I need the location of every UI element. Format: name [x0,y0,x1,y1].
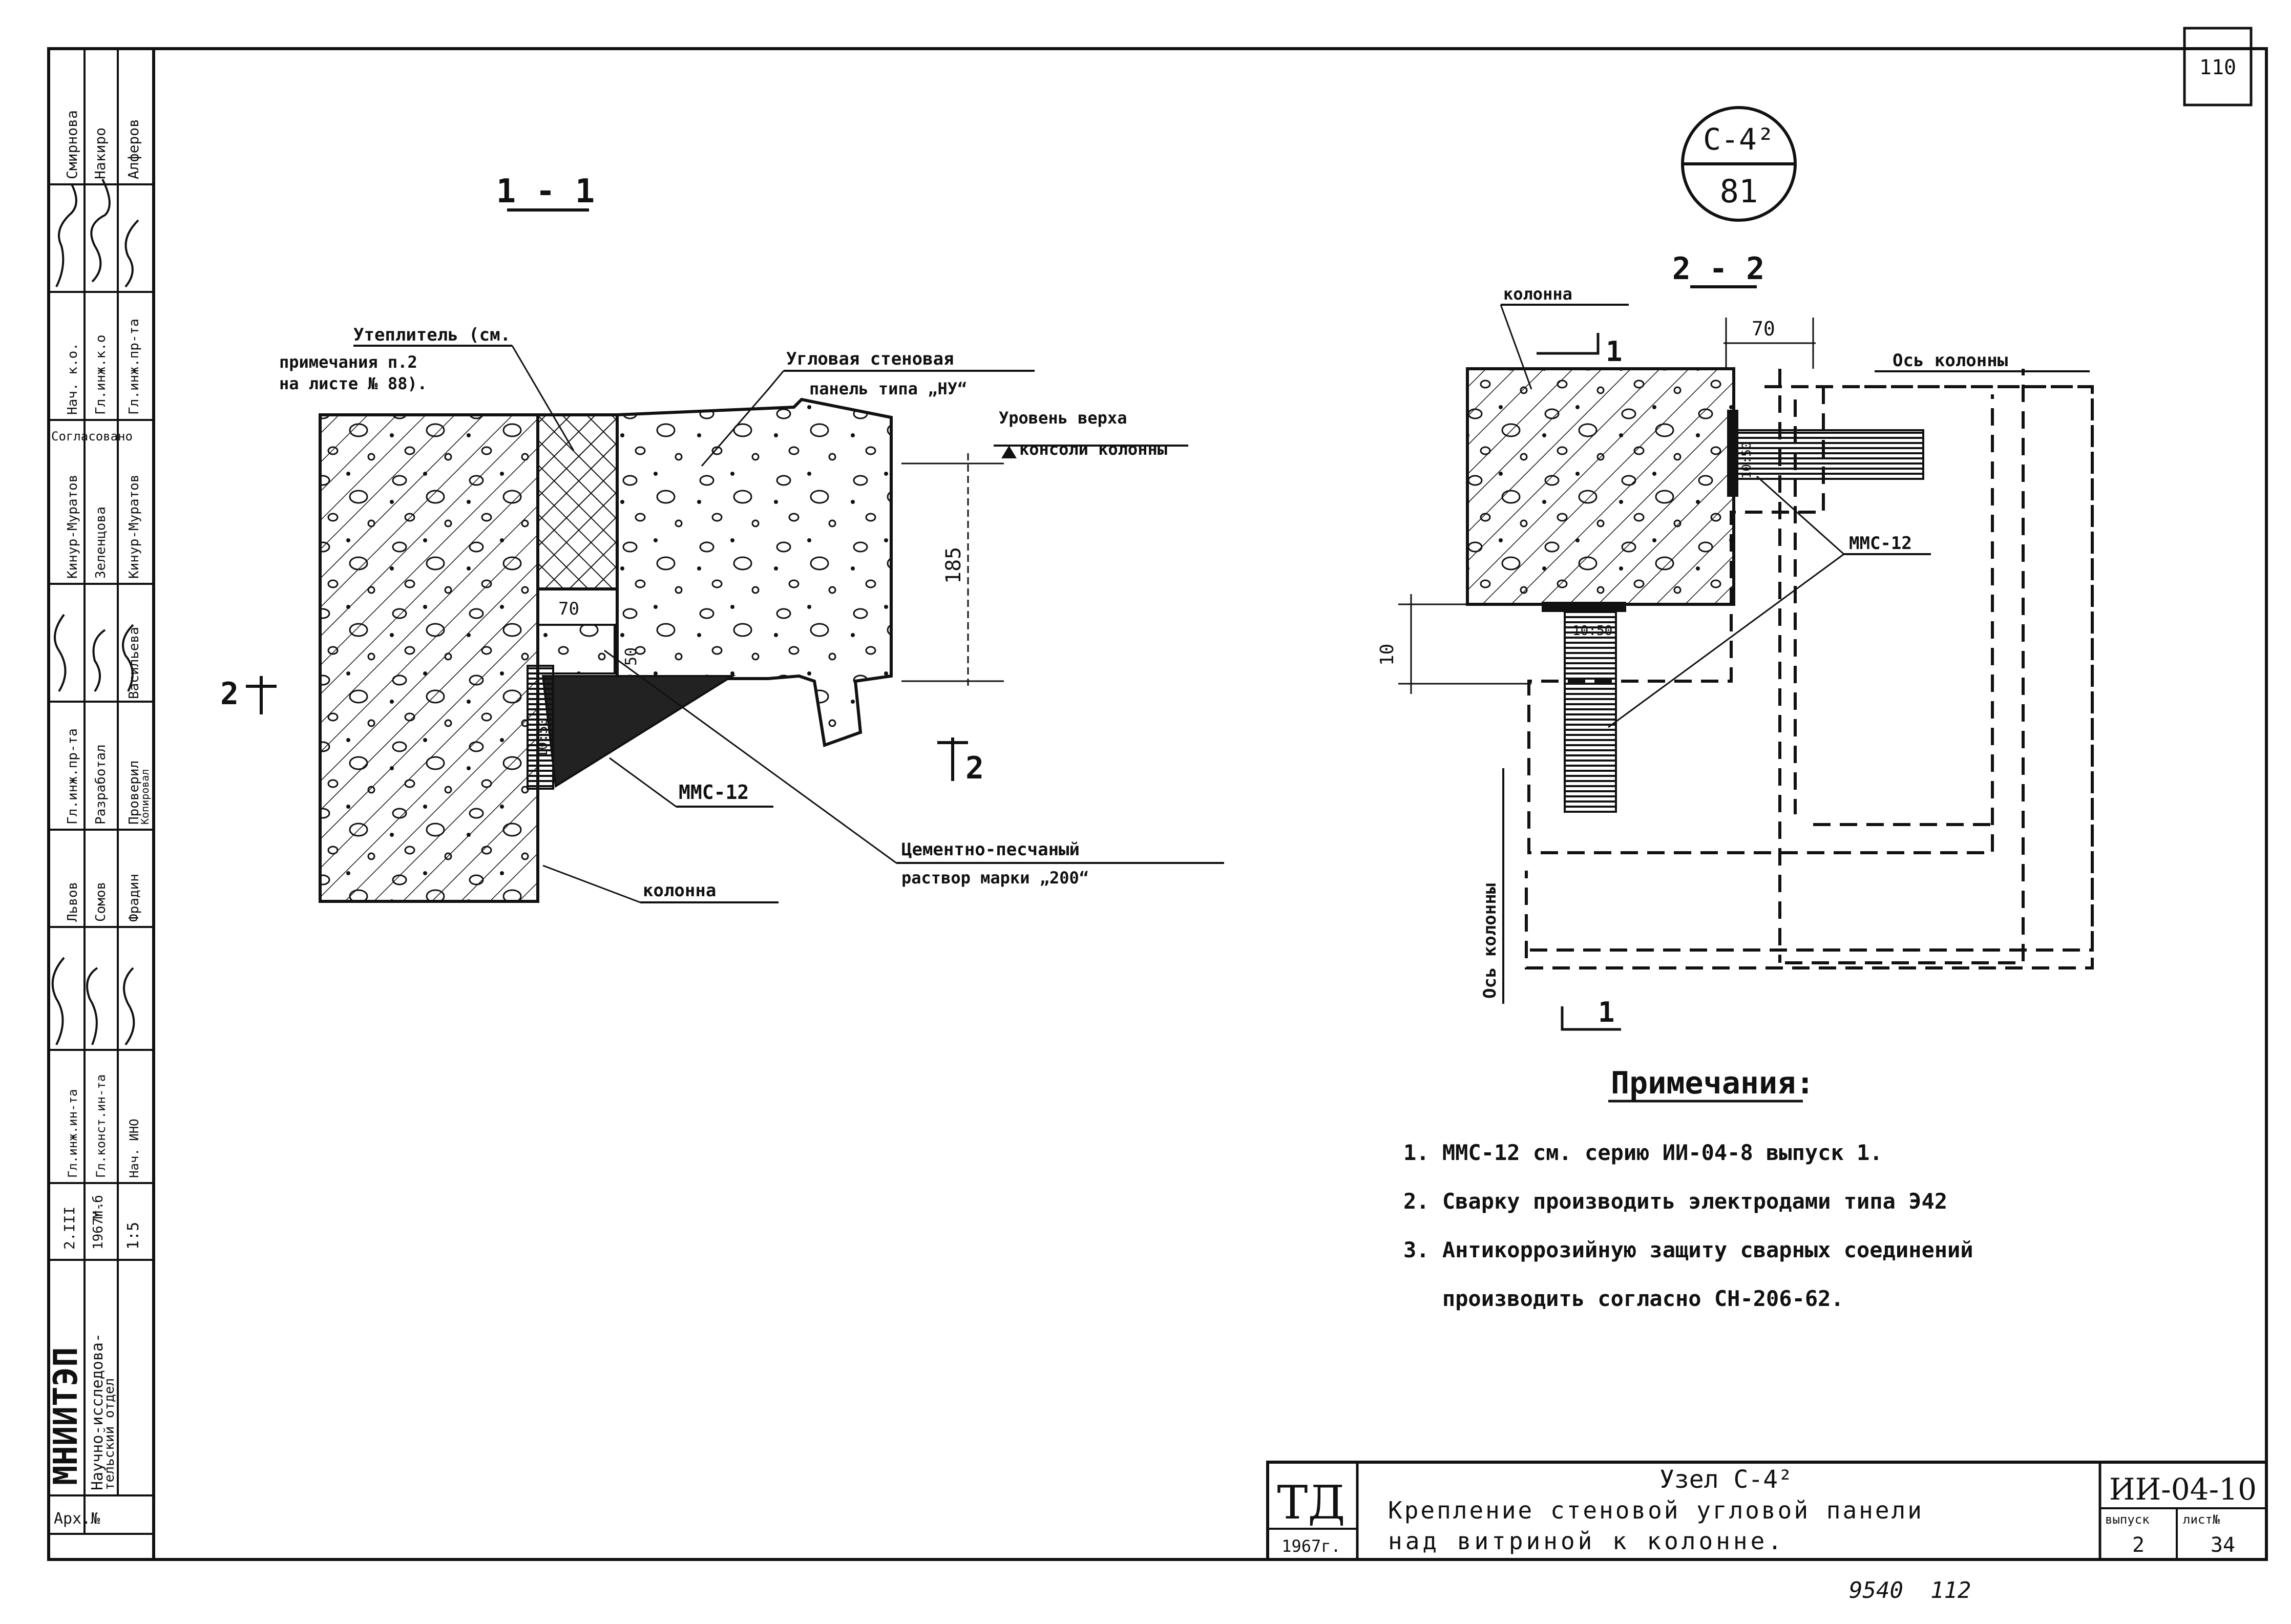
stamp-department2: тельский отдел [102,1378,117,1490]
dim-70-2: 70 [1752,318,1775,340]
title-node: Узел С-4² [1659,1465,1793,1494]
stamp-role-7: Разработал [93,744,109,825]
cut-bottom: 1 [1598,996,1615,1028]
stamp-year: 1967г. [91,1201,106,1250]
stamp-scale-value: 1:5 [124,1222,142,1250]
cut-mark-right: 2 [965,750,984,786]
plate-label-2-2: 10:50 [1572,623,1612,639]
panel-note-1: Угловая стеновая [786,349,954,369]
stamp-role-8: Проверил [127,761,142,825]
console-bracket [541,675,736,788]
dim-10: 10 [1377,644,1398,666]
stamp-role-2: Гл.инж.к.о [93,334,109,415]
note-3: 3. Антикоррозийную защиту сварных соедин… [1403,1237,1973,1262]
title-line-2: над витриной к колонне. [1388,1527,1785,1555]
column-label-1: колонна [643,880,716,901]
level-note-2: консоли колонны [1019,439,1167,459]
note-4: производить согласно СН-206-62. [1403,1286,1844,1311]
stamp-role-14: Гл.конст.ин-та [94,1074,108,1178]
panel-note-2: панель типа „НУ“ [809,379,967,398]
stamp-stage: 2.III [61,1207,78,1250]
cut-mark-left: 2 [220,676,239,712]
plate-label-2-1: 10:50 [1739,442,1754,479]
mortar-note-2: раствор марки „200“ [901,868,1089,888]
stamp-role-5: Зеленцова [93,507,109,579]
stamp-role-4: Кинур-Муратов [65,475,80,579]
section-1-1: 1 - 1 10:50 70 50 185 Уровень верха конс… [220,173,1224,903]
side-stamp: МНИИТЭП Научно-исследова- тельский отдел… [47,49,154,1535]
plate-label-1-1: 10:50 [535,718,551,758]
stamp-department: Научно-исследова- [89,1333,107,1490]
title-series: ИИ-04-10 [2109,1472,2257,1507]
column-label-2: колонна [1503,284,1572,304]
stamp-role-1: Нач. к.о. [65,343,80,415]
note-2: 2. Сварку производить электродами типа Э… [1403,1189,1947,1214]
stamp-role-6: Гл.инж.пр-та [65,728,80,825]
note-1: 1. ММС-12 см. серию ИИ-04-8 выпуск 1. [1403,1140,1883,1165]
title-td: ТД [1277,1476,1345,1530]
axis-label-horizontal: Ось колонны [1893,350,2008,371]
stamp-role-10: Львов [65,882,80,922]
title-sheet-label: лист№ [2183,1512,2220,1527]
stamp-role-11: Сомов [93,882,109,922]
stamp-scale: М-б [91,1195,106,1219]
mms-plate-horizontal [1728,429,1924,480]
stamp-role-15: Нач. ИНО [127,1119,141,1178]
mortar-note-1: Цементно-песчаный [901,839,1080,860]
insulation [536,413,619,590]
stamp-role-3: Гл.инж.пр-та [127,319,142,415]
stamp-name-4: Кинур-Муратов [127,475,142,579]
stamp-arch: Арх.№ [54,1510,100,1528]
insulation-note-1: Утеплитель (см. [353,325,511,345]
sheet-number: 110 [2199,56,2236,79]
dim-50-1: 50 [622,647,640,666]
stamp-signatures [51,179,139,1046]
insulation-note-3: на листе № 88). [279,374,427,393]
node-mark-bottom: 81 [1720,173,1758,210]
insulation-note-2: примечания п.2 [279,352,417,372]
stamp-name-3: Алферов [125,119,142,179]
notes-heading: Примечания: [1611,1065,1814,1101]
level-note-1: Уровень верха [999,408,1127,428]
title-sheet-value: 34 [2211,1533,2235,1557]
stamp-agreed: Согласовано [51,429,133,444]
dim-70-1: 70 [558,599,579,619]
sheet-frame [47,47,2268,1561]
axis-label-vertical: Ось колонны [1480,883,1500,999]
embedded-plate-1 [527,665,554,790]
section-1-title: 1 - 1 [496,173,595,210]
stamp-name-2: Накиро [92,128,109,179]
node-mark: С-4² 81 [1681,106,1797,222]
notes-block: Примечания: 1. ММС-12 см. серию ИИ-04-8 … [1403,1065,1973,1311]
stamp-role-9: Копировал [139,769,151,825]
mms-label-2: ММС-12 [1849,533,1912,554]
title-year: 1967г. [1281,1536,1341,1556]
title-issue-label: выпуск [2105,1512,2150,1527]
stamp-role-12: Фрадин [127,874,142,922]
stamp-institute: МНИИТЭП [47,1347,85,1485]
section-2-title: 2 - 2 [1672,251,1765,287]
stamp-role-13: Гл.инж.ин-та [66,1089,80,1178]
stamp-name-1: Смирнова [64,110,80,179]
title-issue-value: 2 [2132,1533,2145,1557]
mms-plate-vertical [1564,611,1617,813]
mms-label-1: ММС-12 [679,781,749,804]
cut-top: 1 [1606,335,1623,368]
bottom-note: 9540 112 [1849,1577,1971,1604]
dim-185: 185 [942,547,965,584]
node-mark-top: С-4² [1703,122,1775,157]
title-line-1: Крепление стеновой угловой панели [1388,1496,1924,1524]
section-2-2: 2 - 2 10:50 10:50 колонна 1 70 Ось коло [1377,251,2094,1031]
title-block: ТД 1967г. Узел С-4² Крепление стеновой у… [1266,1461,2268,1561]
